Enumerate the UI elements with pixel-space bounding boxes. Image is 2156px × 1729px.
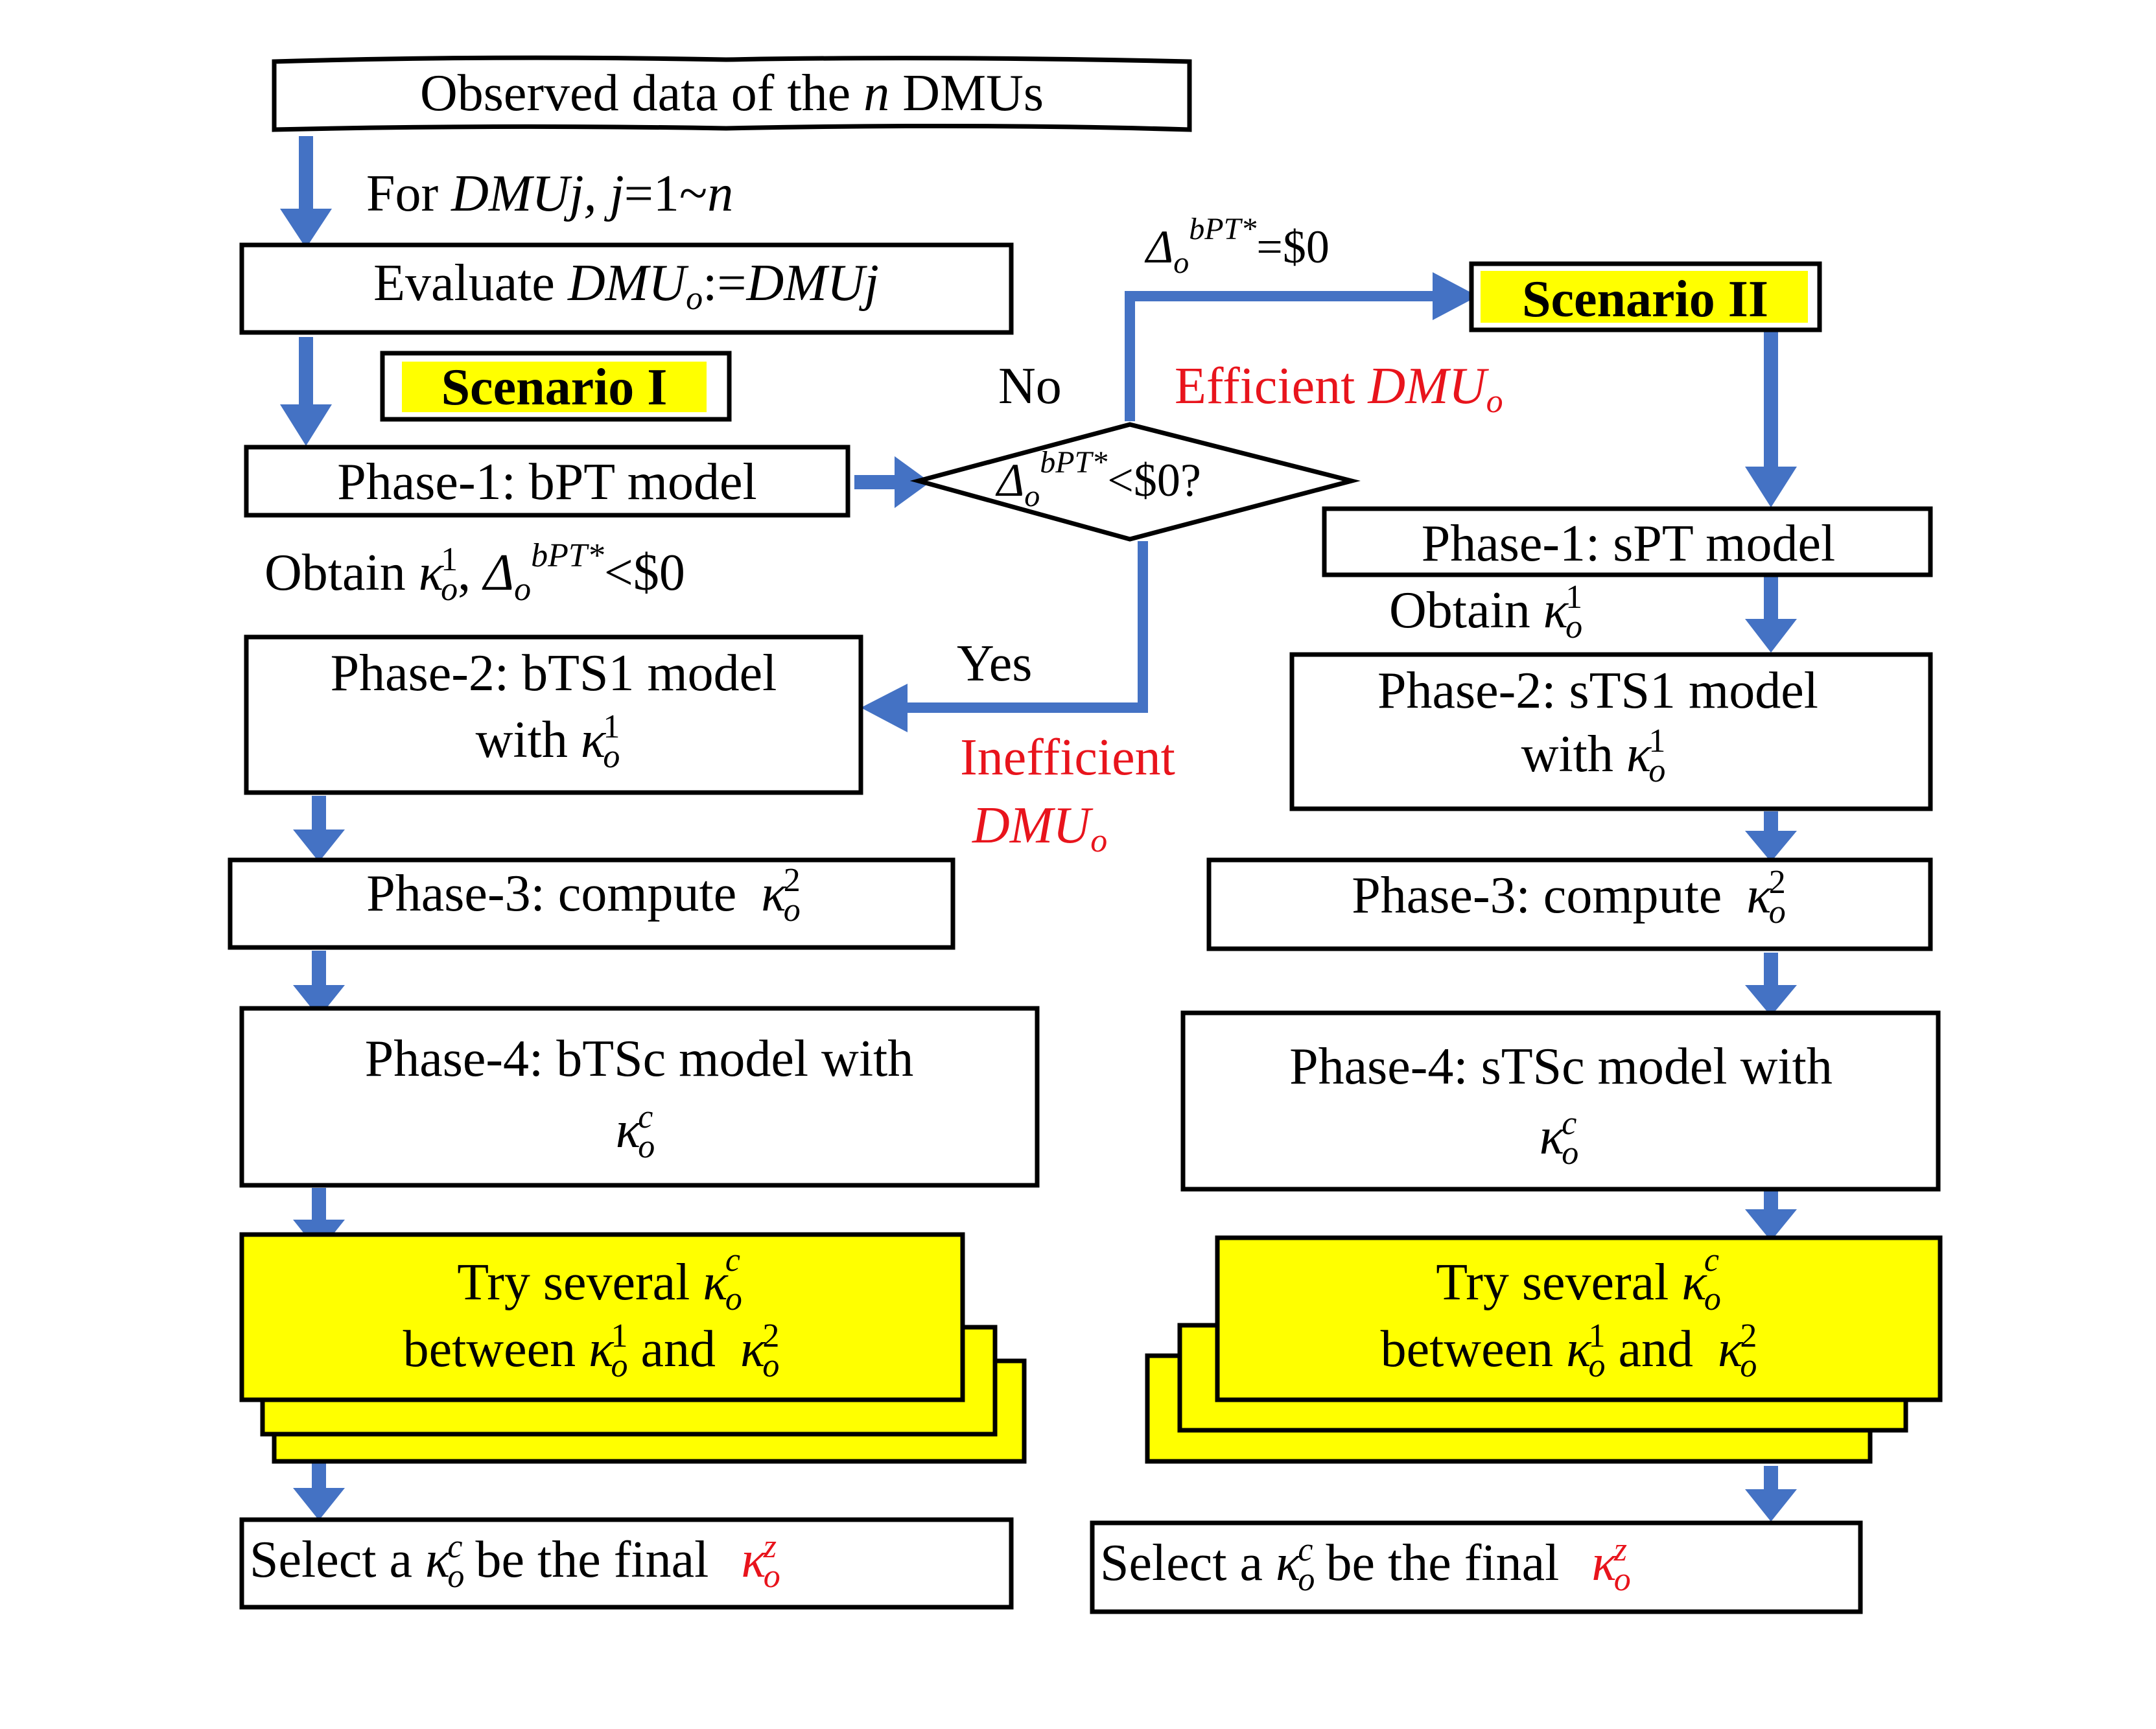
s1-phase2-box: [244, 634, 863, 795]
s1-try-line2: between κo1 and κo2: [403, 1317, 780, 1384]
s1-phase4-line1: Phase-4: bTSc model with: [365, 1030, 914, 1087]
arrow-head: [1745, 1209, 1797, 1241]
s1-obtain-label: Obtain κo1, ΔobPT*<$0: [264, 537, 685, 608]
arrow-head: [1745, 1489, 1797, 1522]
s2-phase3-label: Phase-3: compute κo2: [1352, 864, 1785, 931]
evaluate-label: Evaluate DMUo:=DMUj: [373, 255, 879, 317]
s1-phase3-label: Phase-3: compute κo2: [366, 862, 800, 929]
s1-phase2-line1: Phase-2: bTS1 model: [331, 645, 777, 702]
observed-data-label: Observed data of the n DMUs: [420, 65, 1044, 122]
scenario1-highlight: [402, 362, 707, 412]
no-value-label: ΔobPT*=$0: [1144, 212, 1330, 280]
arrow-phase4-to-try: [312, 1188, 326, 1230]
arrow-head: [1745, 619, 1797, 653]
s1-phase3-box: [228, 857, 955, 950]
arrow-phase3-to-phase4-right: [1764, 953, 1778, 993]
arrow-phase2-to-phase3: [312, 796, 326, 838]
arrow-phase3-to-phase4: [312, 951, 326, 993]
s2-try-line1: Try several κoc: [1436, 1242, 1721, 1317]
arrow-head: [280, 404, 332, 446]
arrow-head: [280, 209, 332, 248]
arrow-head: [861, 684, 908, 732]
yes-label: Yes: [957, 635, 1032, 692]
s1-phase1-box: [244, 445, 850, 518]
s2-try-card-front: [1215, 1235, 1943, 1402]
observed-data-box: [272, 55, 1192, 132]
evaluate-box: [239, 242, 1014, 335]
arrow-try-to-select: [312, 1457, 326, 1496]
arrow-head: [293, 985, 345, 1017]
arrow-phase1-to-phase2: [1764, 577, 1778, 625]
arrow-evaluate-to-phase1: [299, 337, 313, 408]
arrow-head: [293, 830, 345, 862]
s2-phase3-box: [1206, 857, 1933, 951]
arrow-yes-path: [901, 541, 1148, 713]
s2-obtain-label: Obtain κo1: [1389, 579, 1582, 645]
s2-phase2-line2: with κo1: [1521, 723, 1666, 789]
arrow-phase1-to-decision: [854, 475, 903, 489]
s2-phase4-box: [1180, 1010, 1941, 1192]
s2-phase4-line2: κoc: [1540, 1105, 1578, 1172]
arrow-no-path: [1125, 291, 1439, 421]
s1-try-line1: Try several κoc: [457, 1242, 742, 1317]
inefficient-dmu-label: DMUo: [972, 797, 1107, 859]
arrow-scenario2-to-phase1: [1764, 332, 1778, 471]
s2-phase2-box: [1289, 652, 1933, 811]
arrow-head: [895, 456, 930, 508]
arrow-observed-to-evaluate: [299, 136, 313, 217]
s1-phase4-line2: κoc: [616, 1098, 655, 1165]
arrow-head: [1745, 831, 1797, 862]
s2-try-line2: between κo1 and κo2: [1381, 1317, 1757, 1384]
decision-diamond: [909, 422, 1361, 542]
inefficient-label: Inefficient: [960, 729, 1175, 786]
scenario2-highlight: [1481, 271, 1808, 323]
s2-select-label: Select a κoc be the final κoz: [1100, 1531, 1631, 1598]
s2-phase2-line1: Phase-2: sTS1 model: [1377, 662, 1818, 719]
arrow-head: [1745, 467, 1797, 507]
efficient-label: Efficient DMUo: [1175, 358, 1503, 420]
arrow-head: [293, 1488, 345, 1520]
arrow-head: [1433, 272, 1478, 320]
arrow-head: [1745, 985, 1797, 1016]
decision-label: ΔobPT*<$0?: [995, 445, 1201, 513]
for-dmuj-label: For DMUj, j=1~n: [366, 165, 733, 222]
s1-try-card-front: [239, 1232, 965, 1402]
scenario2-title: Scenario II: [1522, 271, 1768, 328]
s2-phase1-box: [1322, 506, 1933, 577]
s2-phase4-line1: Phase-4: sTSc model with: [1289, 1038, 1833, 1095]
s1-select-label: Select a κoc be the final κoz: [250, 1528, 780, 1595]
s1-phase4-box: [239, 1006, 1040, 1188]
s1-phase1-label: Phase-1: bPT model: [337, 454, 756, 511]
s2-phase1-label: Phase-1: sPT model: [1422, 515, 1836, 572]
s2-select-box: [1090, 1520, 1863, 1614]
s1-select-box: [239, 1517, 1014, 1610]
scenario1-title: Scenario I: [441, 359, 668, 416]
s1-phase2-line2: with κo1: [476, 708, 620, 775]
no-label: No: [998, 358, 1062, 415]
